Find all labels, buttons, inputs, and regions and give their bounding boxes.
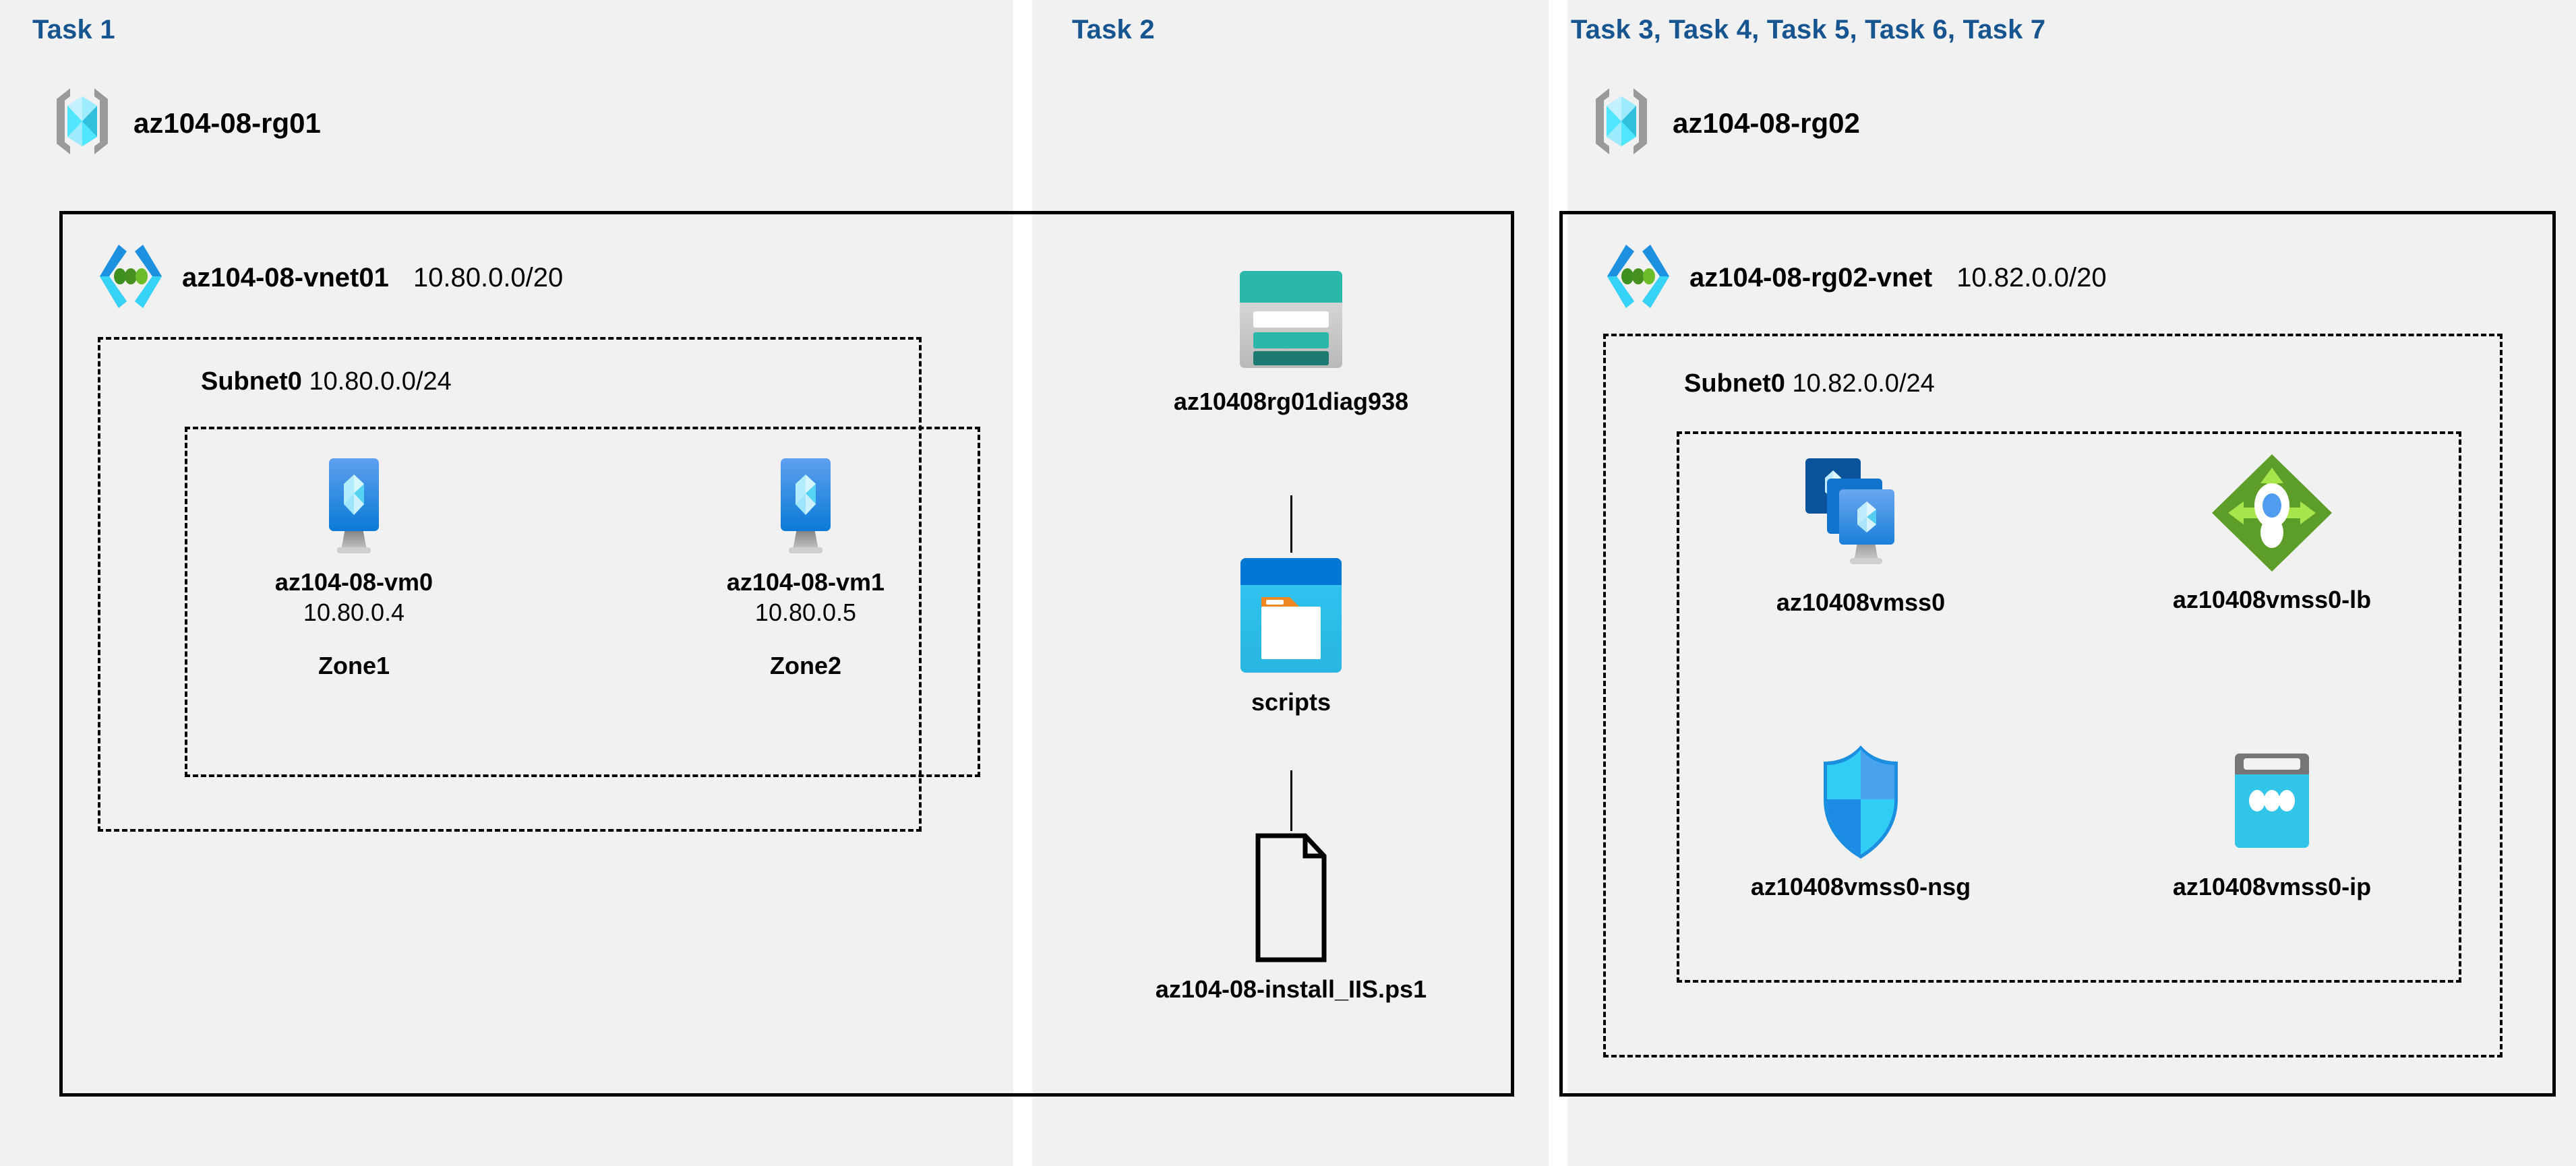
vm1-name: az104-08-vm1 [726, 568, 885, 596]
vnet-header-rg02vnet: az104-08-rg02-vnet 10.82.0.0/20 [1602, 239, 2107, 317]
resource-group-icon [49, 84, 116, 162]
node-blob-container-scripts[interactable]: scripts [1052, 553, 1530, 717]
subnet-label-task1: Subnet0 10.80.0.0/24 [201, 367, 452, 396]
network-security-group-icon [1699, 741, 2023, 863]
node-az10408vmss0-nsg[interactable]: az10408vmss0-nsg [1699, 741, 2023, 902]
node-az10408vmss0-ip[interactable]: az10408vmss0-ip [2103, 741, 2440, 902]
vm-group-box-task1 [185, 427, 980, 777]
vnet-box-az104-08-rg02-vnet [1559, 211, 2556, 1097]
vnet-box-az104-08-vnet01 [59, 211, 1514, 1097]
vnet-name-rg02vnet: az104-08-rg02-vnet [1689, 263, 1933, 293]
script-file-name: az104-08-install_IIS.ps1 [1155, 975, 1427, 1003]
vm1-zone: Zone2 [769, 651, 841, 679]
vm-scale-set-icon [1712, 450, 2009, 578]
panel-task-1 [0, 0, 1013, 1166]
lb-name: az10408vmss0-lb [2172, 586, 2372, 613]
connector-container-to-file [1290, 770, 1292, 831]
connector-storage-to-container [1290, 495, 1292, 553]
task-1-title: Task 1 [32, 15, 115, 44]
resource-group-rg02: az104-08-rg02 [1588, 84, 1860, 162]
script-file-icon [1052, 830, 1530, 965]
vmss-name: az10408vmss0 [1776, 588, 1946, 616]
vnet-header-vnet01: az104-08-vnet01 10.80.0.0/20 [94, 239, 563, 317]
vm1-ip: 10.80.0.5 [754, 598, 857, 626]
subnet-label-task3: Subnet0 10.82.0.0/24 [1684, 369, 1935, 398]
virtual-machine-icon [222, 453, 485, 558]
vnet-cidr-vnet01: 10.80.0.0/20 [413, 263, 564, 293]
virtual-machine-icon [674, 453, 937, 558]
node-az104-08-vm1[interactable]: az104-08-vm1 10.80.0.5 Zone2 [674, 453, 937, 680]
resource-group-box-task3 [1677, 431, 2461, 983]
node-az10408vmss0-lb[interactable]: az10408vmss0-lb [2103, 450, 2440, 615]
blob-container-icon [1052, 553, 1530, 678]
node-storage-account[interactable]: az10408rg01diag938 [1052, 262, 1530, 417]
vnet-name-vnet01: az104-08-vnet01 [182, 263, 389, 293]
resource-group-icon [1588, 84, 1655, 162]
load-balancer-icon [2103, 450, 2440, 576]
node-az10408vmss0[interactable]: az10408vmss0 [1712, 450, 2009, 617]
vm0-name: az104-08-vm0 [274, 568, 433, 596]
virtual-network-icon [94, 239, 167, 317]
subnet-box-task3 [1603, 334, 2503, 1057]
nsg-name: az10408vmss0-nsg [1750, 873, 1971, 900]
task-2-title: Task 2 [1072, 15, 1155, 44]
subnet-cidr-task3: 10.82.0.0/24 [1792, 369, 1935, 398]
virtual-network-icon [1602, 239, 1675, 317]
resource-group-rg01: az104-08-rg01 [49, 84, 321, 162]
panel-task-3-to-7 [1567, 0, 2576, 1166]
subnet-cidr-task1: 10.80.0.0/24 [309, 367, 452, 396]
public-ip-address-icon [2103, 741, 2440, 863]
vm0-zone: Zone1 [318, 651, 390, 679]
node-script-file[interactable]: az104-08-install_IIS.ps1 [1052, 830, 1530, 1004]
blob-container-name: scripts [1251, 688, 1331, 716]
node-az104-08-vm0[interactable]: az104-08-vm0 10.80.0.4 Zone1 [222, 453, 485, 680]
vm0-ip: 10.80.0.4 [303, 598, 405, 626]
storage-account-icon [1052, 262, 1530, 377]
subnet-name-task1: Subnet0 [201, 367, 302, 396]
subnet-box-task1 [98, 337, 922, 832]
resource-group-rg01-label: az104-08-rg01 [133, 106, 321, 139]
storage-account-name: az10408rg01diag938 [1173, 388, 1409, 415]
subnet-name-task3: Subnet0 [1684, 369, 1785, 398]
ip-name: az10408vmss0-ip [2172, 873, 2372, 900]
vnet-cidr-rg02vnet: 10.82.0.0/20 [1956, 263, 2107, 293]
resource-group-rg02-label: az104-08-rg02 [1673, 106, 1860, 139]
task-3-to-7-title: Task 3, Task 4, Task 5, Task 6, Task 7 [1571, 15, 2046, 44]
